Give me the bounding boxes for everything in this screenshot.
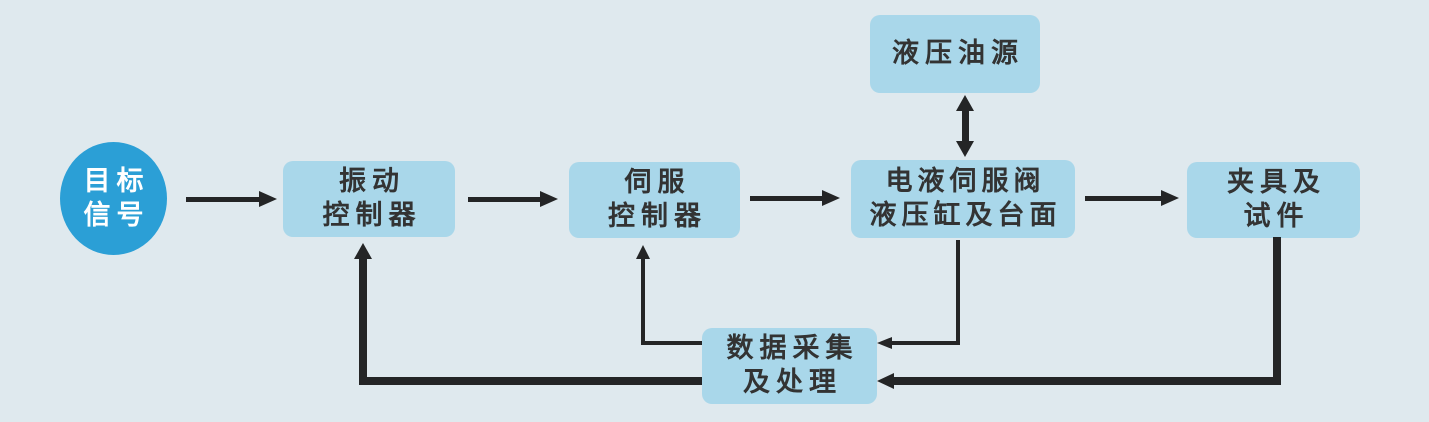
arrow-up-icon [956, 95, 974, 111]
node-label: 数据采集 [726, 333, 859, 365]
arrow-up-icon [636, 245, 650, 259]
node-servo-valve-cylinder-table: 电液伺服阀 液压缸及台面 [851, 160, 1075, 238]
arrow-down-icon [956, 141, 974, 157]
node-target-signal: 目标 信号 [60, 142, 167, 255]
node-label: 电液伺服阀 [885, 166, 1046, 198]
arrow-right-icon [540, 191, 558, 207]
arrow-left-icon [877, 337, 892, 349]
arrow-left-icon [877, 373, 894, 389]
node-label: 及处理 [743, 367, 842, 398]
node-label: 试件 [1243, 201, 1310, 232]
node-data-acquisition-processing: 数据采集 及处理 [702, 328, 877, 404]
node-vibration-controller: 振动 控制器 [283, 161, 455, 237]
node-hydraulic-oil-source: 液压油源 [870, 15, 1040, 93]
node-label: 目标 [83, 165, 150, 197]
node-fixture-and-specimen: 夹具及 试件 [1187, 162, 1360, 238]
node-label: 控制器 [608, 201, 707, 232]
node-label: 信号 [83, 199, 150, 231]
arrow-up-icon [354, 243, 372, 259]
arrow-right-icon [259, 191, 277, 207]
node-label: 控制器 [322, 200, 422, 231]
node-label: 液压缸及台面 [869, 200, 1062, 231]
node-label: 振动 [339, 166, 405, 198]
node-label: 夹具及 [1227, 167, 1326, 199]
arrow-right-icon [822, 190, 840, 206]
arrow-right-icon [1161, 190, 1179, 206]
node-label: 伺服 [624, 167, 691, 199]
node-label: 液压油源 [892, 38, 1024, 70]
node-servo-controller: 伺服 控制器 [569, 162, 740, 238]
